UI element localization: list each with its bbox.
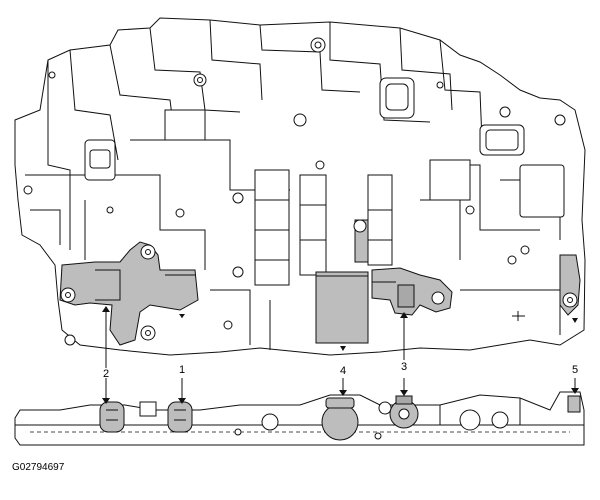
side-solenoid-1 <box>167 401 193 433</box>
spool-bore-1 <box>254 169 290 286</box>
spool-bore-2 <box>299 174 327 276</box>
callout-5: 5 <box>572 364 578 376</box>
spool-bore-3 <box>367 174 393 266</box>
callout-2: 2 <box>103 368 109 380</box>
solenoid-5-highlight <box>559 254 581 316</box>
bolt-holes <box>23 37 566 346</box>
solenoid-left-highlight <box>59 241 199 346</box>
side-solenoid-3 <box>389 395 419 429</box>
pocket-far-right <box>519 164 565 218</box>
upper-valve-body <box>14 17 586 356</box>
side-solenoid-5 <box>567 395 581 413</box>
side-solenoid-4 <box>321 397 359 441</box>
solenoid-4-highlight <box>315 274 369 344</box>
side-solenoid-2 <box>99 401 125 433</box>
pocket-mid <box>164 109 206 141</box>
callout-4: 4 <box>340 365 346 377</box>
callout-1: 1 <box>179 364 185 376</box>
callout-3: 3 <box>401 361 407 373</box>
side-elevation-view <box>14 391 585 446</box>
figure-id: G02794697 <box>12 462 65 473</box>
callout-leaders <box>102 306 579 404</box>
solenoid-3-highlight <box>371 267 453 316</box>
